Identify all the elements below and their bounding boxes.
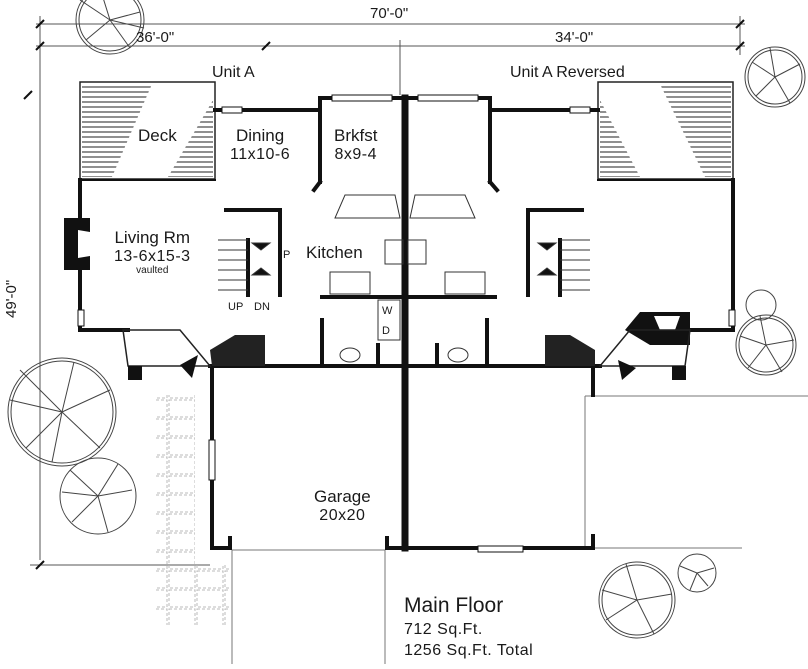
- unit-a-label: Unit A: [212, 64, 255, 81]
- tree-icon: [744, 46, 806, 108]
- plan-title: Main Floor: [404, 594, 504, 617]
- washer-label: W: [382, 305, 393, 317]
- entry-left: [122, 329, 265, 380]
- garage-size: 20x20: [319, 507, 366, 524]
- garage-label: Garage 20x20: [314, 488, 371, 524]
- brkfst-name: Brkfst: [334, 126, 378, 145]
- tree-icon: [735, 314, 797, 376]
- dryer-label: D: [382, 325, 390, 337]
- dining-size: 11x10-6: [230, 146, 291, 163]
- landscape-trees: [7, 0, 806, 639]
- kitchen-label: Kitchen: [306, 244, 363, 261]
- fireplace-right: [625, 312, 690, 345]
- living-room-note: vaulted: [136, 265, 169, 276]
- shrub-icon: [745, 289, 777, 321]
- stair-up-label: UP: [228, 301, 244, 313]
- living-room-name: Living Rm: [114, 228, 191, 247]
- floor-area: 712 Sq.Ft.: [404, 621, 483, 638]
- deck-left: [79, 81, 216, 180]
- dining-label: Dining 11x10-6: [230, 127, 290, 163]
- kitchen-fixtures: [329, 194, 486, 363]
- living-room-label: Living Rm 13-6x15-3 vaulted: [114, 229, 191, 276]
- stair-down-label: DN: [254, 301, 270, 313]
- garage-name: Garage: [314, 487, 371, 506]
- pantry-label: P: [283, 249, 291, 261]
- stairs-right: [536, 239, 590, 291]
- driveway: [231, 395, 808, 664]
- deck-right: [597, 81, 734, 180]
- tree-icon: [7, 357, 117, 467]
- living-room-size: 13-6x15-3: [114, 248, 191, 265]
- brkfst-size: 8x9-4: [334, 146, 377, 163]
- left-width-dimension: 36'-0": [136, 29, 175, 46]
- front-walk-pavers: [155, 565, 230, 625]
- unit-a-reversed-label: Unit A Reversed: [510, 64, 625, 81]
- entry-right: [545, 329, 691, 380]
- tree-icon: [598, 561, 676, 639]
- tree-icon: [677, 553, 717, 593]
- deck-label: Deck: [138, 127, 177, 144]
- tree-icon: [59, 457, 137, 535]
- dining-name: Dining: [235, 126, 285, 145]
- tree-icon: [75, 0, 145, 55]
- right-width-dimension: 34'-0": [555, 29, 594, 46]
- windows: [77, 94, 736, 553]
- dimension-lines: [23, 16, 745, 570]
- brkfst-label: Brkfst 8x9-4: [334, 127, 377, 163]
- deck-name: Deck: [138, 126, 177, 145]
- kitchen-name: Kitchen: [306, 243, 363, 262]
- fireplace-left: [64, 218, 90, 270]
- overall-width-dimension: 70'-0": [370, 5, 409, 22]
- total-area: 1256 Sq.Ft. Total: [404, 642, 534, 659]
- depth-dimension: 49'-0": [3, 279, 20, 318]
- front-walk-pavers: [155, 395, 195, 595]
- stairs-left: [218, 239, 272, 291]
